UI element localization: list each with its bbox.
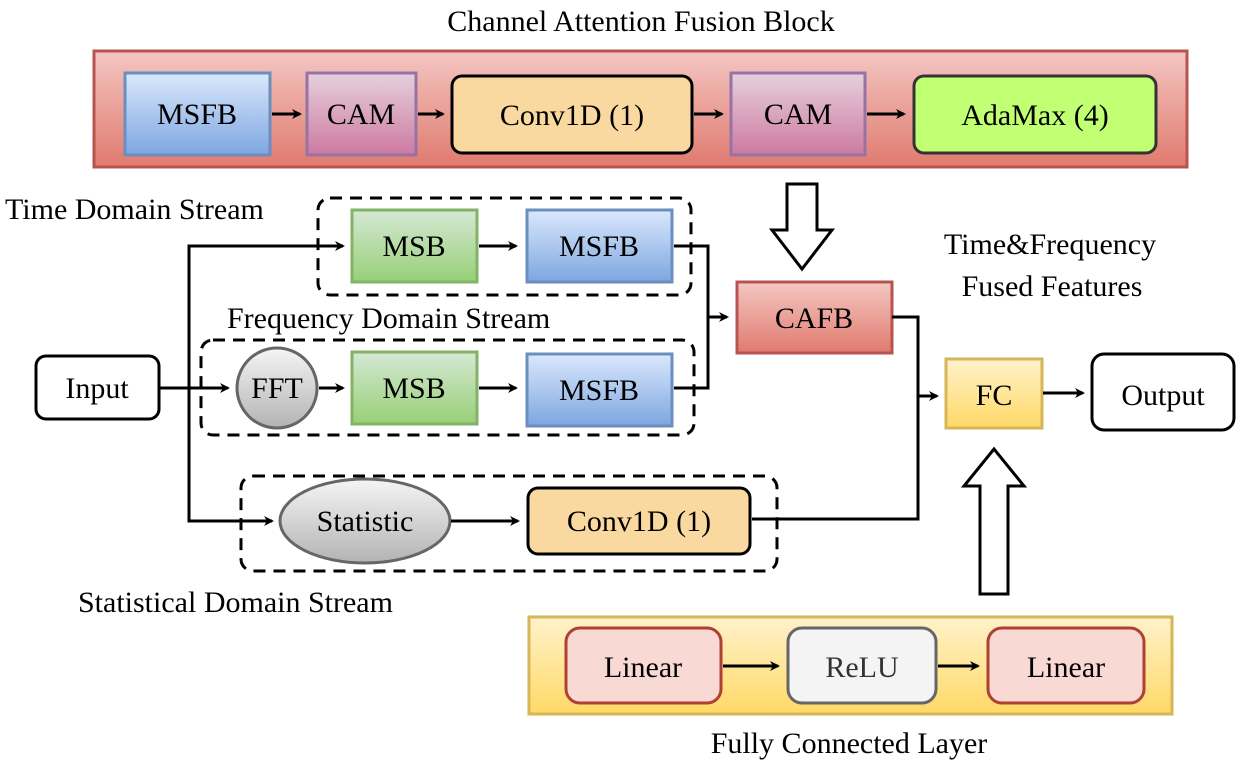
cafb-node-adamax[interactable]: AdaMax (4) bbox=[912, 74, 1158, 155]
stat-node-statistic[interactable]: Statistic bbox=[278, 477, 452, 565]
freq-node-msb[interactable]: MSB bbox=[350, 350, 479, 426]
time-node-msb[interactable]: MSB bbox=[350, 208, 479, 284]
stat-node-statistic-label: Statistic bbox=[317, 505, 414, 538]
fc-layer-node-relu[interactable]: ReLU bbox=[786, 626, 938, 705]
cafb-node-msfb-label: MSFB bbox=[157, 98, 237, 131]
input-node[interactable]: Input bbox=[34, 354, 161, 421]
cafb-node-adamax-label: AdaMax (4) bbox=[961, 99, 1108, 132]
time-node-msfb-label: MSFB bbox=[559, 230, 639, 263]
fc-layer-title: Fully Connected Layer bbox=[711, 727, 988, 760]
statistical-stream-container bbox=[239, 474, 779, 573]
stat-node-conv1d[interactable]: Conv1D (1) bbox=[526, 486, 752, 556]
stat-node-conv1d-label: Conv1D (1) bbox=[567, 505, 711, 538]
input-node-label: Input bbox=[65, 372, 129, 405]
wire-cafb-and-stat-merge bbox=[752, 315, 920, 521]
output-node-label: Output bbox=[1121, 379, 1205, 412]
hollow-down-arrow-icon bbox=[768, 182, 836, 272]
freq-node-msfb-label: MSFB bbox=[559, 374, 639, 407]
fused-features-label-line1: Time&Frequency bbox=[944, 228, 1156, 261]
cafb-node-cam-2[interactable]: CAM bbox=[729, 71, 867, 157]
freq-node-fft[interactable]: FFT bbox=[235, 346, 319, 430]
output-node[interactable]: Output bbox=[1090, 352, 1236, 432]
fc-layer-node-linear-2[interactable]: Linear bbox=[986, 626, 1146, 705]
fused-features-label-line2: Fused Features bbox=[962, 270, 1143, 303]
cafb-node-cam-1-label: CAM bbox=[327, 98, 395, 131]
hollow-up-arrow-icon bbox=[960, 446, 1028, 596]
fc-layer-node-relu-label: ReLU bbox=[825, 651, 899, 684]
cafb-node-conv1d-label: Conv1D (1) bbox=[500, 99, 644, 132]
frequency-stream-label: Frequency Domain Stream bbox=[227, 302, 550, 335]
cafb-node-cam-2-label: CAM bbox=[764, 98, 832, 131]
statistical-stream-label: Statistical Domain Stream bbox=[78, 586, 393, 619]
cafb-node-conv1d[interactable]: Conv1D (1) bbox=[450, 74, 694, 155]
fc-layer-node-linear-1-label: Linear bbox=[604, 651, 682, 684]
time-node-msfb[interactable]: MSFB bbox=[525, 208, 674, 284]
fc-node[interactable]: FC bbox=[944, 357, 1044, 430]
fc-node-label: FC bbox=[976, 379, 1013, 412]
cafb-node-cam-1[interactable]: CAM bbox=[305, 71, 418, 157]
arrow-input-to-statistic bbox=[187, 388, 274, 526]
freq-node-fft-label: FFT bbox=[251, 372, 303, 405]
cafb-group-title: Channel Attention Fusion Block bbox=[447, 5, 835, 38]
freq-node-msfb[interactable]: MSFB bbox=[525, 352, 674, 428]
time-stream-label: Time Domain Stream bbox=[5, 193, 264, 226]
freq-node-msb-label: MSB bbox=[382, 372, 445, 405]
time-node-msb-label: MSB bbox=[382, 230, 445, 263]
fc-layer-node-linear-1[interactable]: Linear bbox=[564, 626, 723, 705]
fc-layer-node-linear-2-label: Linear bbox=[1027, 651, 1105, 684]
cafb-node-msfb[interactable]: MSFB bbox=[123, 71, 272, 157]
cafb-node-label: CAFB bbox=[775, 302, 853, 335]
cafb-node[interactable]: CAFB bbox=[735, 280, 894, 355]
